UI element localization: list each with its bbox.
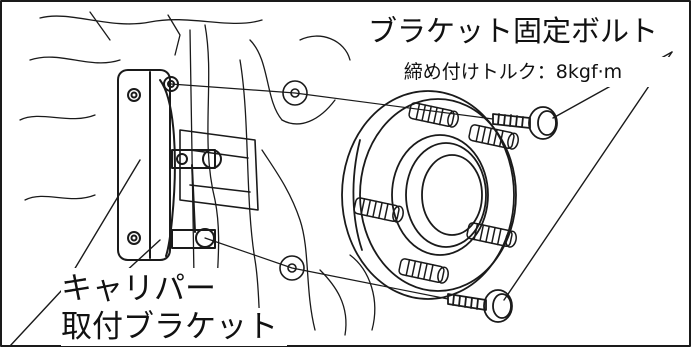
caliper-label-line1: キャリパー	[61, 268, 241, 310]
upper-bolt	[492, 106, 558, 140]
caliper-label-line2: 取付ブラケット	[61, 308, 287, 346]
bolt-holes	[279, 80, 308, 281]
torque-spec-label: 締め付けトルク：8kgf·m	[352, 57, 674, 87]
caliper-bracket-icon	[117, 69, 222, 261]
alignment-lines	[170, 83, 494, 300]
lower-bolt	[447, 289, 513, 323]
bracket-bolt-label: ブラケット固定ボルト	[352, 11, 674, 51]
bolt-icon	[447, 106, 558, 323]
wheel-hub-icon	[341, 90, 517, 300]
wheel-stud-icon	[353, 102, 519, 284]
